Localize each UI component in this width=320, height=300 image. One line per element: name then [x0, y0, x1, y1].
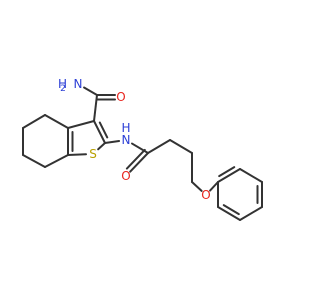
bond-cacyl-ca	[147, 139, 171, 154]
molecule-canvas: N H 2 O N H S O O	[22, 77, 263, 221]
bonds	[22, 86, 263, 221]
bond-ca-cb	[169, 139, 193, 154]
bond-ph-1-2-second	[218, 166, 236, 178]
amide-oxygen-label: O	[116, 90, 125, 104]
amide-h-subscript: 2	[60, 84, 66, 94]
bond-c3-c2	[93, 120, 106, 144]
bond-n-cacyl	[131, 142, 149, 154]
atom-label-amide-nh2: N	[74, 77, 83, 91]
bond-c4-c5	[22, 114, 46, 129]
bond-ph-5-6-second	[222, 204, 240, 216]
nh-nitrogen-label: N	[122, 133, 131, 147]
bond-c6-c7	[22, 154, 46, 168]
bond-c3-c3a	[67, 120, 95, 129]
bond-ph-2-3	[239, 168, 263, 183]
bond-oe-ring	[209, 181, 219, 192]
bond-cacyl-o	[129, 152, 149, 173]
bond-c7-c7a	[44, 154, 69, 168]
amide-h-prefix: H	[58, 77, 67, 91]
bond-ph-4-5	[239, 206, 263, 221]
bond-c2-n	[104, 139, 121, 144]
bond-c2-s	[97, 142, 106, 151]
bond-c3-c2-second	[98, 121, 109, 139]
bond-c7a-s	[67, 153, 88, 156]
bond-cc-oe	[191, 181, 203, 192]
bond-ph-1-2	[217, 168, 241, 183]
nh-hydrogen-label: H	[121, 121, 130, 135]
thiophene-sulfur-label: S	[89, 147, 97, 161]
amide-h-label: N	[74, 77, 83, 91]
ether-oxygen-label: O	[201, 188, 210, 202]
bond-cacyl-o-second	[125, 148, 146, 170]
bond-n-c-amide	[83, 86, 98, 96]
structure-diagram: N H 2 O N H S O O	[22, 77, 263, 221]
bond-c3a-c4	[44, 114, 69, 129]
bond-ph-5-6	[217, 206, 241, 221]
bond-amide-ring	[93, 94, 98, 122]
carbonyl-oxygen-label: O	[121, 169, 130, 183]
